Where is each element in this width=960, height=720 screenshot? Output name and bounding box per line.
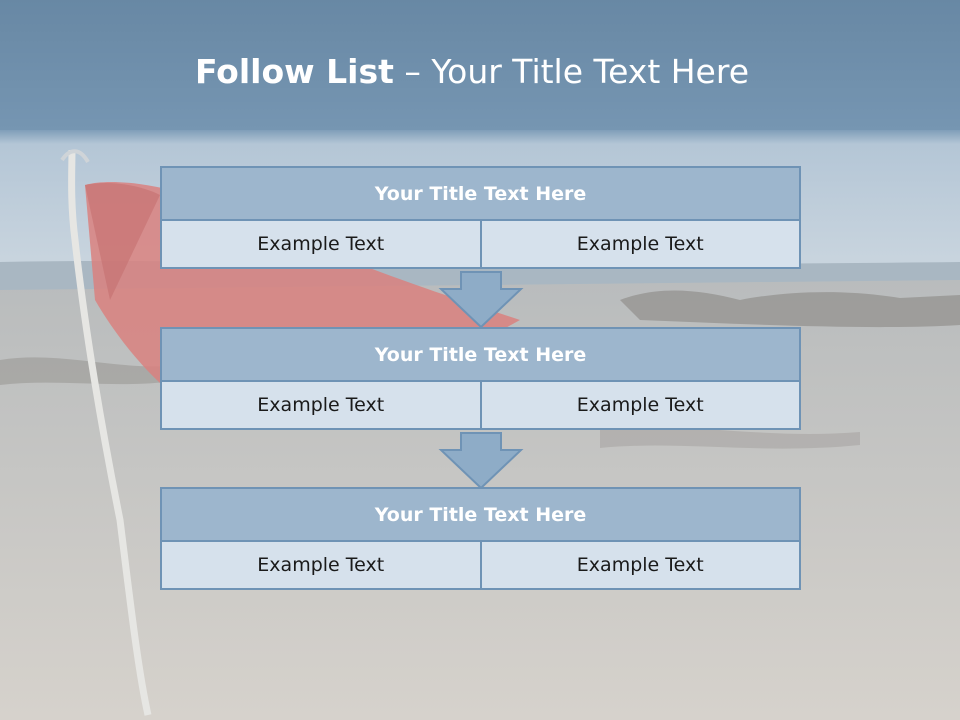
down-arrow-icon bbox=[438, 271, 524, 329]
step-title-2: Your Title Text Here bbox=[160, 327, 801, 382]
step-title-1: Your Title Text Here bbox=[160, 166, 801, 221]
step-cell-2-left: Example Text bbox=[160, 380, 482, 430]
step-title-3: Your Title Text Here bbox=[160, 487, 801, 542]
down-arrow-icon bbox=[438, 432, 524, 490]
step-cell-3-right: Example Text bbox=[479, 540, 801, 590]
step-box-2: Your Title Text Here Example Text Exampl… bbox=[160, 327, 801, 430]
step-row-2: Example Text Example Text bbox=[160, 380, 801, 430]
step-cell-1-left: Example Text bbox=[160, 219, 482, 269]
step-row-1: Example Text Example Text bbox=[160, 219, 801, 269]
step-cell-2-right: Example Text bbox=[479, 380, 801, 430]
step-box-1: Your Title Text Here Example Text Exampl… bbox=[160, 166, 801, 269]
step-row-3: Example Text Example Text bbox=[160, 540, 801, 590]
slide-title: Follow List – Your Title Text Here bbox=[0, 52, 944, 91]
step-cell-3-left: Example Text bbox=[160, 540, 482, 590]
slide-title-bold: Follow List bbox=[194, 52, 394, 91]
step-cell-1-right: Example Text bbox=[479, 219, 801, 269]
slide-title-rest: – Your Title Text Here bbox=[404, 52, 750, 91]
step-box-3: Your Title Text Here Example Text Exampl… bbox=[160, 487, 801, 590]
